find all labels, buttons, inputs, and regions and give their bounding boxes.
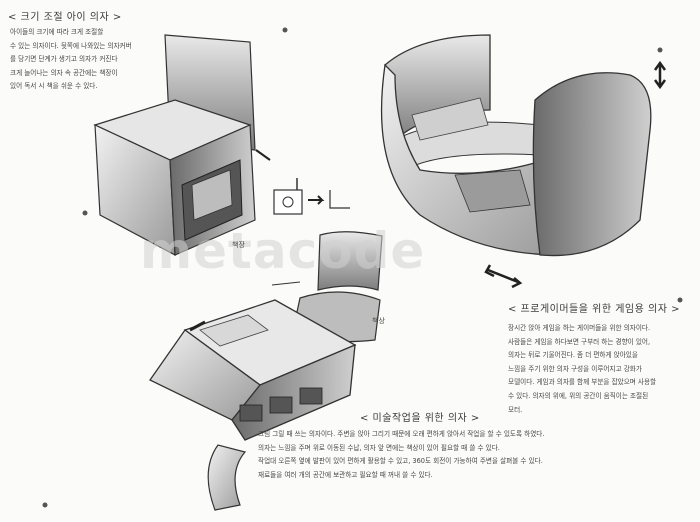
text-line: 아이들의 크기에 따라 크게 조절할 — [10, 28, 104, 36]
art-chair-description: 그림 그릴 때 쓰는 의자이다. 주변을 앉아 그리기 때문에 오래 편하게 앉… — [258, 428, 544, 482]
section-title-art-chair: < 미술작업을 위한 의자 > — [360, 413, 480, 424]
watermark: metacode — [140, 222, 426, 280]
text-line: 수 있다. 의자의 위에, 위의 공간이 움직이는 조절된 — [508, 391, 649, 400]
text-line: 작업대 오른쪽 옆에 발판이 있어 편하게 활용할 수 있고, 360도 회전이… — [258, 457, 543, 466]
text-line: 모터. — [508, 405, 523, 414]
text-line: 크게 늘어나는 의자 속 공간에는 책장이 — [10, 68, 118, 77]
text-line: 사람들은 게임을 하다보면 구부러 하는 경향이 있어, — [508, 337, 651, 346]
text-line: 모델이다. 게임과 의자를 함께 부분을 잡았으며 사용할 — [508, 378, 657, 387]
bookshelf-label: 책장 — [232, 241, 245, 249]
mechanism-diagram — [273, 178, 350, 215]
text-line: 있어 독서 시 책을 쉬운 수 있다. — [10, 82, 98, 91]
kids-chair-description: 아이들의 크기에 따라 크게 조절할 수 있는 의자이다. 뒷쪽에 나와있는 의… — [10, 26, 132, 94]
text-line: 를 당기면 단계가 생기고 의자가 커진다 — [10, 55, 118, 64]
section-title-gaming-chair: < 프로게이머들을 위한 게임용 의자 > — [508, 304, 680, 315]
art-desk-sketch — [149, 231, 383, 511]
gaming-chair-sketch — [380, 34, 667, 289]
text-line: 그림 그릴 때 쓰는 의자이다. 주변을 앉아 그리기 때문에 오래 편하게 앉… — [258, 430, 545, 438]
text-line: 수 있는 의자이다. 뒷쪽에 나와있는 의자커버 — [10, 41, 132, 50]
text-line: 의자는 느낌을 주며 위로 이동된 수납, 의자 앞 면에는 책상이 있어 필요… — [258, 443, 500, 452]
text-line: 느낌을 주기 위한 의자 구성을 이루어지고 강화가 — [508, 364, 642, 373]
gaming-chair-description: 장시간 앉아 게임을 하는 게이머들을 위한 의자이다. 사람들은 게임을 하다… — [508, 322, 656, 417]
kids-chair-sketch — [93, 34, 271, 257]
text-line: 재료들을 여러 개의 공간에 보관하고 필요할 때 꺼내 쓸 수 있다. — [258, 470, 433, 479]
section-title-kids-chair: < 크기 조절 아이 의자 > — [8, 12, 122, 23]
text-line: 의자는 뒤로 기울어진다. 좀 더 편하게 앉아있을 — [508, 351, 638, 360]
text-line: 장시간 앉아 게임을 하는 게이머들을 위한 의자이다. — [508, 324, 651, 332]
desk-label: 책상 — [372, 317, 385, 325]
